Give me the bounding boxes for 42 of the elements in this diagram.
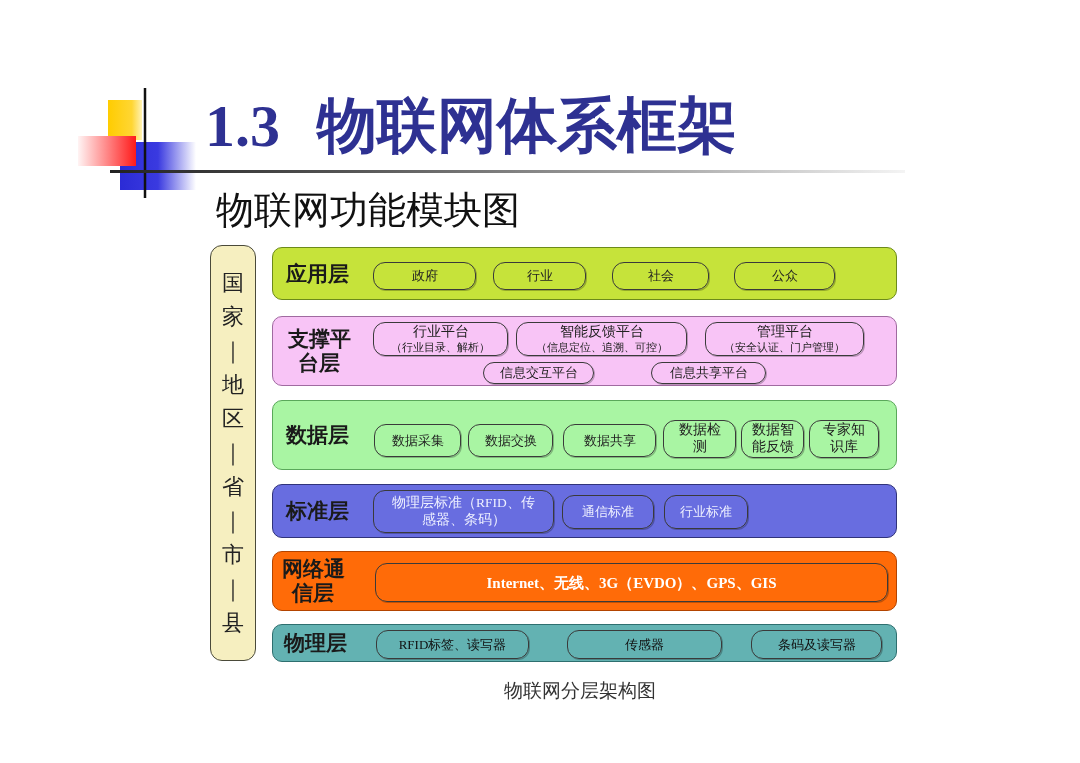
layer-band <box>272 551 897 611</box>
layer-label: 数据层 <box>284 423 350 447</box>
layer-label: 物理层 <box>282 631 348 655</box>
layer-band <box>272 484 897 538</box>
module-box: 公众 <box>734 262 835 290</box>
platform-name: 行业平台 <box>412 324 469 340</box>
platform-box <box>516 322 687 356</box>
platform-name: 智能反馈平台 <box>559 324 644 340</box>
platform-detail: （安全认证、门户管理） <box>724 340 845 354</box>
module-box: Internet、无线、3G（EVDO）、GPS、GIS <box>375 563 888 602</box>
platform-box <box>705 322 864 356</box>
figure-caption: 物联网分层架构图 <box>503 679 657 703</box>
module-box: 政府 <box>373 262 476 290</box>
module-box: 数据采集 <box>374 424 461 457</box>
module-box: 数据交换 <box>468 424 553 457</box>
platform-detail: （信息定位、追溯、可控） <box>535 340 668 354</box>
layer-label: 网络通信层 <box>280 557 346 605</box>
layer-label: 标准层 <box>284 499 350 523</box>
layer-band <box>272 316 897 386</box>
module-box: 社会 <box>612 262 709 290</box>
module-box: 数据智能反馈 <box>741 420 804 458</box>
platform-detail: （行业目录、解析） <box>391 340 490 354</box>
platform-name: 管理平台 <box>756 324 813 340</box>
module-box: 数据检测 <box>663 420 736 458</box>
module-box: 行业 <box>493 262 586 290</box>
module-box: 条码及读写器 <box>751 630 882 659</box>
vertical-band: 国家｜地区｜省｜市｜县 <box>210 245 256 661</box>
platform-box <box>373 322 508 356</box>
module-box: 专家知识库 <box>809 420 879 458</box>
module-box: 物理层标准（RFID、传感器、条码） <box>373 490 554 533</box>
subtitle: 物联网功能模块图 <box>216 188 520 233</box>
layer-band <box>272 247 897 300</box>
module-box: RFID标签、读写器 <box>376 630 529 659</box>
module-box: 数据共享 <box>563 424 656 457</box>
module-box: 行业标准 <box>664 495 748 529</box>
layer-label: 应用层 <box>284 261 350 286</box>
layer-label: 支撑平台层 <box>286 327 352 375</box>
module-box: 传感器 <box>567 630 722 659</box>
slide-title: 1.3 物联网体系框架 <box>205 92 737 161</box>
layer-band <box>272 400 897 470</box>
module-box: 通信标准 <box>562 495 654 529</box>
layer-band <box>272 624 897 662</box>
